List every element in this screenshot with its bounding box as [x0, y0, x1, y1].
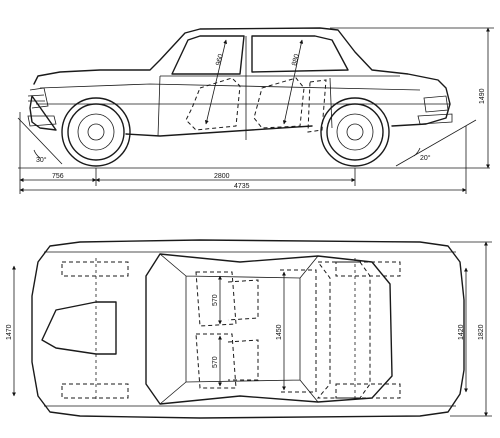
front-overhang-dim: 756: [52, 173, 64, 180]
rear-departure-angle: 20°: [420, 154, 431, 162]
total-length-dim: 4735: [234, 183, 250, 190]
height-dim: 1490: [479, 88, 486, 104]
front-track-dim: 1470: [6, 324, 13, 340]
rear-wheel: [320, 97, 390, 167]
side-windows: [171, 35, 349, 75]
front-seat-width-dim: 570: [212, 294, 219, 306]
top-view: 1470 570 570 1450 1420 1820: [6, 239, 492, 419]
interior-width-dim: 1450: [276, 324, 283, 340]
wheelbase-dim: 2800: [214, 173, 230, 180]
front-wheel: [61, 97, 131, 167]
front-approach-angle: 30°: [36, 156, 47, 164]
top-front-seats: [195, 271, 259, 389]
side-rear-seat-dim: 880: [291, 53, 301, 66]
total-width-dim: 1820: [478, 324, 485, 340]
side-view: 960 880 30° 20° 756 2800 4735 1490: [17, 27, 494, 194]
rear-track-dim: 1420: [458, 324, 465, 340]
top-body-outline: [31, 239, 465, 419]
top-rear-seat: [280, 261, 371, 399]
rear-seat-width-dim: 570: [212, 356, 219, 368]
side-front-seat-dim: 960: [215, 53, 225, 66]
